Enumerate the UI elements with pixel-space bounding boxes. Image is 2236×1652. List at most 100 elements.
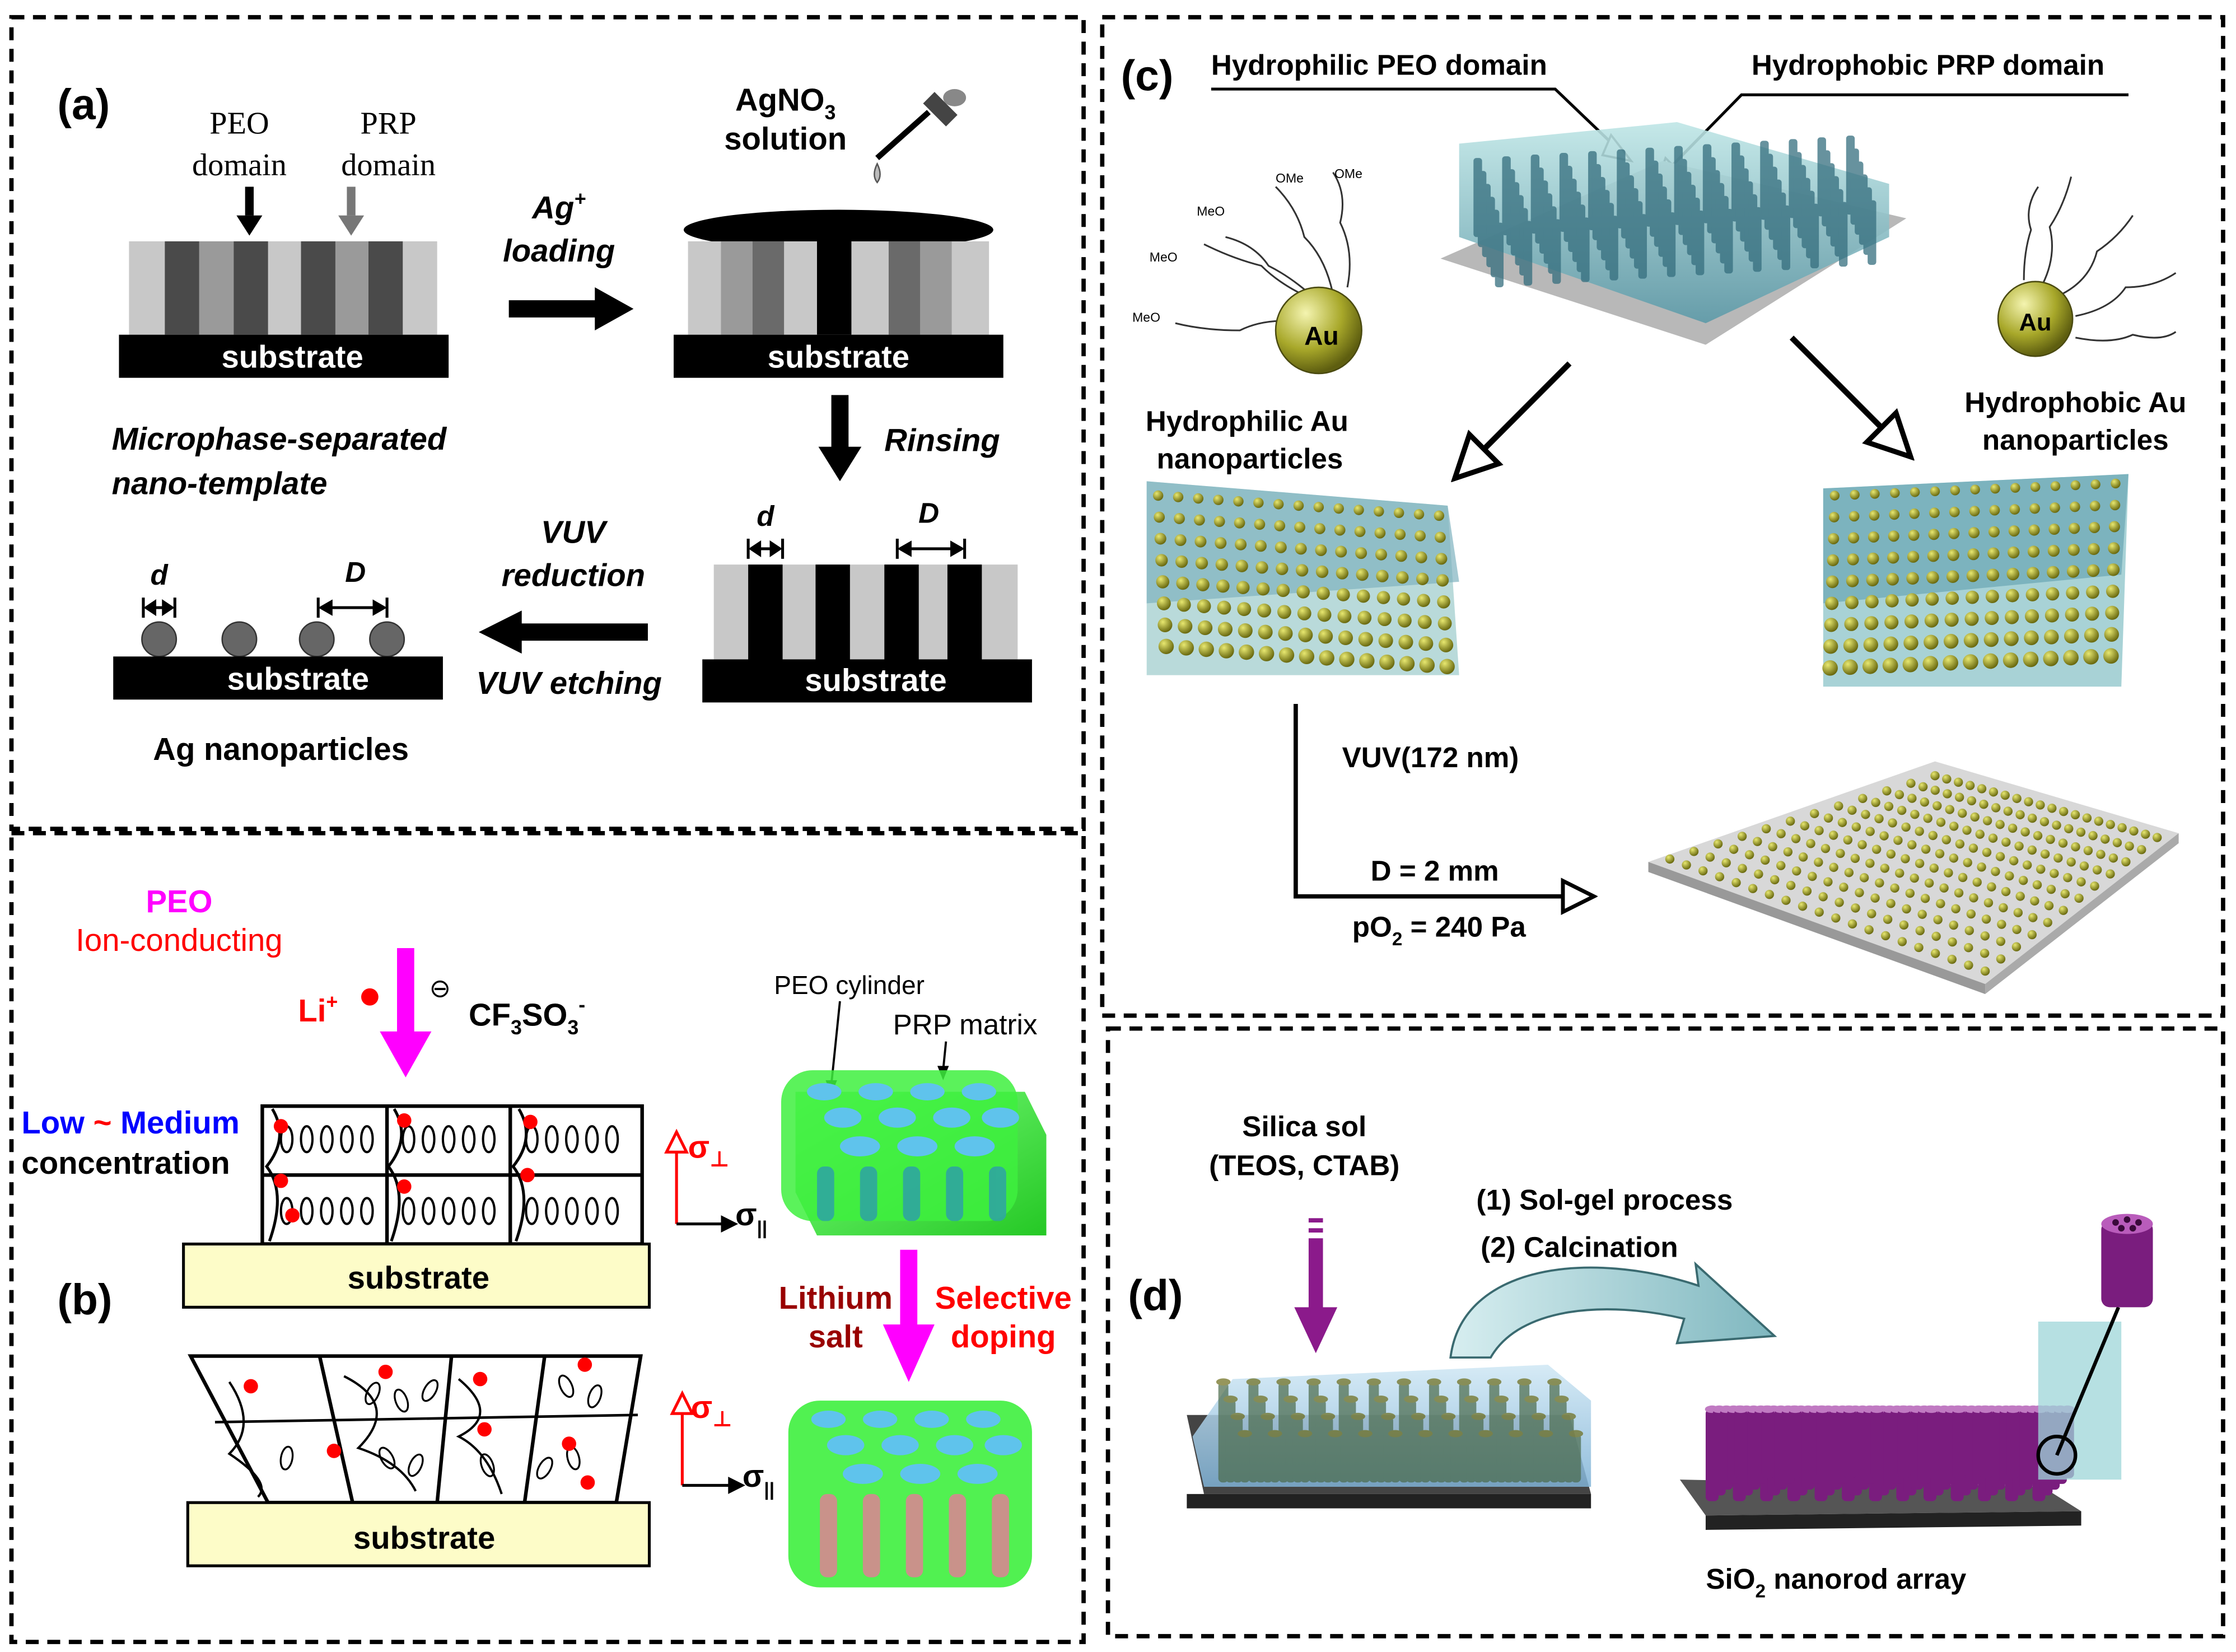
au-dot — [1977, 862, 1986, 872]
au-dot — [1869, 510, 1880, 521]
au-dot — [1859, 873, 1869, 883]
template-pillar — [1450, 1434, 1461, 1483]
au-dot — [1964, 960, 1973, 970]
au-dot — [1194, 514, 1205, 526]
au-dot — [1198, 641, 1214, 657]
au-dot — [1439, 637, 1454, 652]
au-dot — [1378, 633, 1393, 648]
au-dot — [1415, 551, 1427, 563]
au-dot — [1948, 937, 1957, 947]
au-dot — [1991, 803, 2001, 813]
disordered-lattice-ions — [244, 1357, 595, 1490]
au-dot — [1152, 490, 1164, 501]
au-dot — [2100, 834, 2110, 844]
au-dot — [1870, 893, 1880, 903]
au-dot — [2027, 567, 2039, 580]
au-dot — [1871, 797, 1880, 808]
au-dot — [1814, 857, 1823, 867]
au-dot — [1968, 843, 1978, 853]
au-dot — [1930, 486, 1940, 497]
au-dot — [1943, 789, 1952, 799]
au-dot — [1851, 903, 1860, 913]
au-dot — [1893, 836, 1903, 845]
spacing-indicators-a3 — [746, 538, 967, 559]
au-dot — [2070, 480, 2081, 491]
au-dot — [1927, 550, 1940, 562]
au-dot — [1713, 839, 1723, 849]
au-dot — [2040, 849, 2050, 859]
au-dot — [2050, 869, 2059, 878]
au-dot — [2109, 500, 2121, 511]
nanorod-top — [1924, 1405, 1939, 1413]
au-dot — [1883, 636, 1898, 651]
au-dot — [1985, 590, 1999, 604]
substrate-a2-label: substrate — [768, 339, 909, 375]
au-dot — [2024, 797, 2033, 806]
au-dot — [1861, 810, 1870, 819]
au-dot — [1356, 589, 1370, 603]
au-dot — [1398, 634, 1413, 650]
au-dot — [2036, 800, 2045, 810]
au-dot — [1908, 529, 1920, 541]
au-dot — [1890, 488, 1900, 498]
template-pillar-top — [1448, 1430, 1463, 1438]
au-dot — [1848, 532, 1860, 544]
au-dot — [2096, 850, 2106, 859]
au-dot — [2039, 817, 2050, 827]
au-dot — [2000, 790, 2010, 800]
au-dot — [2013, 908, 2023, 917]
au-dot — [2069, 522, 2080, 534]
vuv-wavelength-label: VUV(172 nm) — [1342, 741, 1519, 773]
au-label-right: Au — [2019, 309, 2052, 336]
au-dot — [2033, 831, 2043, 841]
template-pillar-top — [1517, 1378, 1532, 1386]
au-dot — [1315, 544, 1327, 556]
au-dot — [2004, 631, 2019, 646]
au-dot — [1437, 595, 1450, 609]
au-dot — [2064, 824, 2074, 834]
au-dot — [1921, 844, 1931, 854]
au-dot — [1820, 843, 1831, 853]
panel-b-label: (b) — [57, 1276, 112, 1324]
template-block-3 — [713, 564, 1018, 662]
au-dot — [1831, 913, 1841, 923]
au-dot — [1798, 902, 1808, 911]
au-dot — [1955, 839, 1965, 849]
nanorod-top — [1870, 1405, 1884, 1413]
au-dot — [1949, 920, 1958, 930]
au-dot — [1948, 528, 1960, 539]
template-pillar-top — [1290, 1412, 1305, 1420]
au-dot — [1844, 617, 1859, 631]
au-dot — [1808, 871, 1817, 881]
au-dot — [2044, 629, 2059, 645]
au-dot — [2047, 804, 2057, 813]
nanorod-top — [1897, 1405, 1912, 1413]
au-dot — [2092, 865, 2102, 875]
au-dot — [1920, 797, 1929, 807]
peo-domain-label-1: PEO — [209, 106, 269, 141]
au-dot — [1943, 633, 1959, 649]
au-dot — [1313, 502, 1324, 512]
au-dot — [1966, 590, 1979, 604]
au-dot — [1397, 592, 1411, 606]
au-dot — [1982, 816, 1992, 825]
au-dot — [1886, 573, 1899, 586]
au-dot — [1963, 633, 1979, 648]
au-dot — [1945, 805, 1954, 814]
template-pillar — [1696, 211, 1705, 276]
au-dot — [1980, 966, 1990, 976]
substrate-b2 — [186, 1501, 651, 1567]
au-dot — [1258, 624, 1273, 640]
sigma-axes-2 — [670, 1390, 745, 1494]
green-block-2 — [788, 1401, 1032, 1588]
nanorod-array — [1679, 1405, 2081, 1530]
au-dot — [1299, 648, 1315, 665]
au-dot — [1375, 548, 1387, 561]
au-dot — [1783, 847, 1793, 857]
au-dot — [1881, 931, 1890, 941]
au-dot — [1810, 809, 1819, 819]
au-dot — [1435, 553, 1448, 565]
au-dot — [1890, 883, 1899, 893]
au-dot — [2121, 857, 2131, 867]
au-dot — [1968, 527, 1980, 539]
